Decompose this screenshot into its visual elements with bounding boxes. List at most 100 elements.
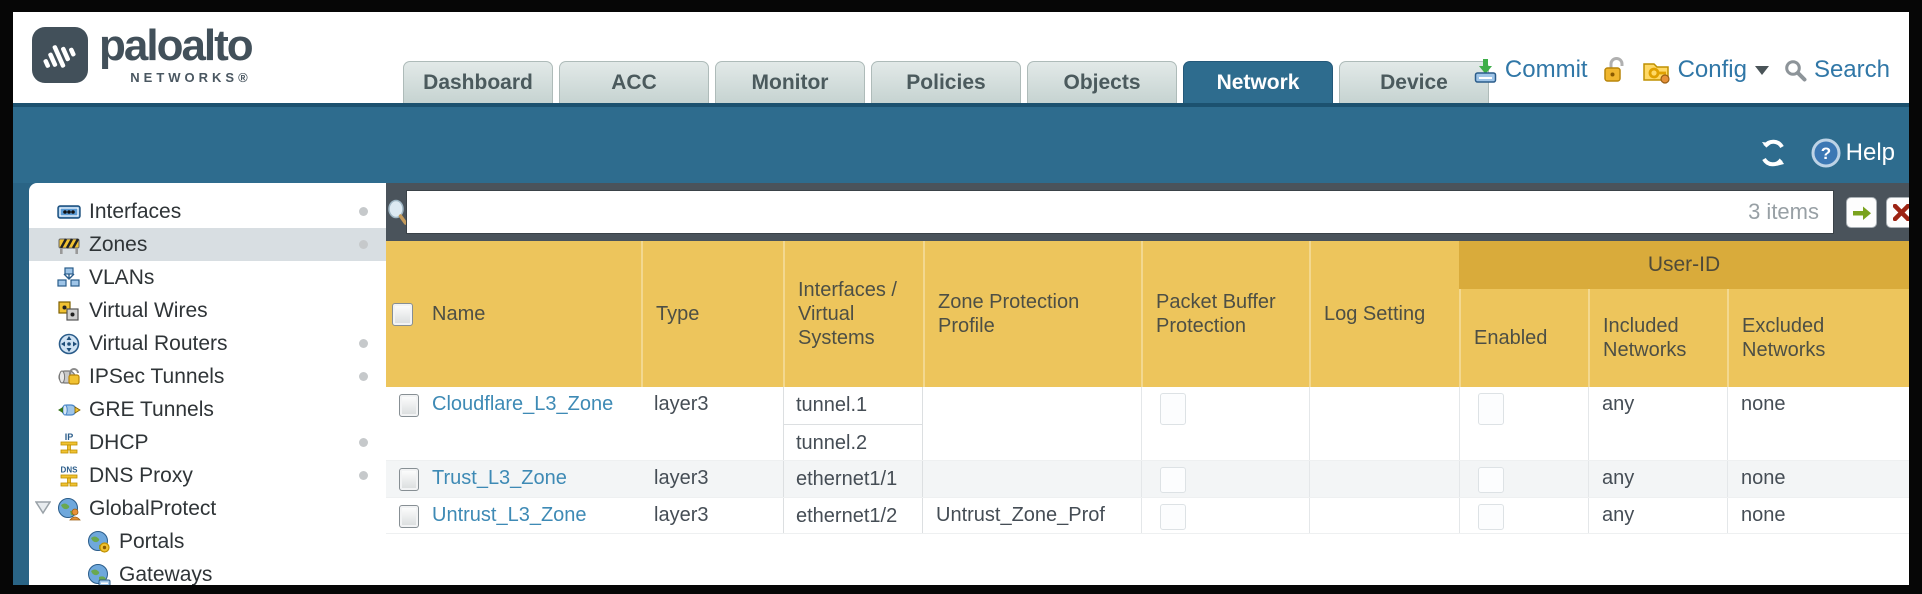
row-checkbox[interactable] <box>399 505 419 528</box>
sidebar-item-virtual-routers[interactable]: Virtual Routers <box>29 327 386 360</box>
row-checkbox[interactable] <box>399 394 419 417</box>
status-dot <box>359 438 368 447</box>
sidebar-item-globalprotect[interactable]: GlobalProtect <box>29 492 386 525</box>
config-menu[interactable]: Config <box>1642 56 1769 84</box>
search-menu[interactable]: Search <box>1783 56 1890 84</box>
sidebar-item-ipsec-tunnels[interactable]: IPSec Tunnels <box>29 360 386 393</box>
zone-protection-profile <box>923 461 1141 497</box>
dhcp-icon: IP <box>60 432 78 453</box>
app-header: paloalto NETWORKS® Dashboard ACC Monitor… <box>13 12 1909 103</box>
tab-device[interactable]: Device <box>1339 61 1489 103</box>
chevron-down-icon <box>1754 65 1769 75</box>
status-dot <box>359 207 368 216</box>
zone-name-link[interactable]: Cloudflare_L3_Zone <box>432 393 614 415</box>
column-header-interfaces[interactable]: Interfaces / Virtual Systems <box>783 241 923 387</box>
user-id-enabled-checkbox[interactable] <box>1478 504 1504 530</box>
help-label: Help <box>1845 139 1895 166</box>
user-id-enabled-checkbox[interactable] <box>1478 467 1504 493</box>
sidebar-item-vlans[interactable]: VLANs <box>29 261 386 294</box>
select-all-checkbox[interactable] <box>392 302 413 326</box>
row-checkbox[interactable] <box>399 468 419 491</box>
gateways-icon <box>88 563 111 585</box>
tab-policies[interactable]: Policies <box>871 61 1021 103</box>
included-networks: any <box>1588 461 1727 497</box>
commit-icon <box>1474 58 1497 83</box>
expander-triangle-icon[interactable] <box>35 501 51 515</box>
sidebar-item-zones[interactable]: Zones <box>29 228 386 261</box>
logo-brand: paloalto <box>99 21 254 70</box>
tab-monitor[interactable]: Monitor <box>715 61 865 103</box>
status-dot <box>359 471 368 480</box>
packet-buffer-checkbox[interactable] <box>1160 393 1186 425</box>
paloalto-logo-icon <box>32 27 88 83</box>
status-dot <box>359 339 368 348</box>
tab-acc[interactable]: ACC <box>559 61 709 103</box>
column-header-enabled[interactable]: Enabled <box>1459 289 1588 387</box>
config-label: Config <box>1677 56 1747 83</box>
zone-name-link[interactable]: Untrust_L3_Zone <box>432 504 587 526</box>
sidebar-item-interfaces[interactable]: Interfaces <box>29 195 386 228</box>
config-icon <box>1642 62 1670 84</box>
close-icon <box>1893 204 1909 221</box>
vlans-icon <box>57 266 80 287</box>
interface-entry: tunnel.1 <box>796 394 868 416</box>
zone-interfaces: tunnel.1 tunnel.2 <box>783 387 923 460</box>
packet-buffer-checkbox[interactable] <box>1160 467 1186 493</box>
logo-subtitle: NETWORKS® <box>130 70 252 85</box>
paloalto-logo: paloalto NETWORKS® <box>31 20 254 85</box>
user-id-enabled-checkbox[interactable] <box>1478 393 1504 425</box>
zone-interfaces: ethernet1/1 <box>783 461 923 497</box>
sidebar-item-portals[interactable]: Portals <box>29 525 386 558</box>
column-header-zone-protection-profile[interactable]: Zone Protection Profile <box>923 241 1141 387</box>
network-sidebar: Interfaces Zones VLANs <box>29 183 386 585</box>
content-area: Interfaces Zones VLANs <box>13 183 1909 585</box>
sidebar-item-gre-tunnels[interactable]: GRE Tunnels <box>29 393 386 426</box>
items-count: 3 items <box>1748 199 1819 224</box>
status-dot <box>359 372 368 381</box>
column-header-name[interactable]: Name <box>432 303 486 325</box>
application-window: paloalto NETWORKS® Dashboard ACC Monitor… <box>13 12 1909 585</box>
table-row: Untrust_L3_Zone layer3 ethernet1/2 Untru… <box>386 498 1909 534</box>
teal-band: ? Help <box>13 103 1909 183</box>
column-header-excluded-networks[interactable]: Excluded Networks <box>1727 289 1909 387</box>
refresh-icon[interactable] <box>1758 138 1788 168</box>
tab-dashboard[interactable]: Dashboard <box>403 61 553 103</box>
excluded-networks: none <box>1727 387 1909 460</box>
select-all-cell <box>386 241 419 387</box>
help-icon: ? <box>1811 138 1841 168</box>
lock-icon[interactable] <box>1602 56 1628 84</box>
column-header-packet-buffer-protection[interactable]: Packet Buffer Protection <box>1141 241 1309 387</box>
log-setting <box>1309 498 1459 533</box>
zone-name-link[interactable]: Trust_L3_Zone <box>432 467 567 489</box>
filter-input[interactable]: 3 items <box>406 190 1834 234</box>
main-nav-tabs: Dashboard ACC Monitor Policies Objects N… <box>403 61 1495 103</box>
sidebar-item-dhcp[interactable]: IP DHCP <box>29 426 386 459</box>
sidebar-item-gateways[interactable]: Gateways <box>29 558 386 585</box>
clear-filter-button[interactable] <box>1886 197 1909 228</box>
sidebar-item-virtual-wires[interactable]: Virtual Wires <box>29 294 386 327</box>
interface-entry: ethernet1/2 <box>796 505 898 527</box>
svg-text:?: ? <box>1820 144 1830 163</box>
column-header-included-networks[interactable]: Included Networks <box>1588 289 1727 387</box>
table-row: Cloudflare_L3_Zone layer3 tunnel.1 tunne… <box>386 387 1909 461</box>
zone-interfaces: ethernet1/2 <box>783 498 923 533</box>
packet-buffer-checkbox[interactable] <box>1160 504 1186 530</box>
zones-table-body: Cloudflare_L3_Zone layer3 tunnel.1 tunne… <box>386 387 1909 534</box>
sidebar-item-dns-proxy[interactable]: DNS DNS Proxy <box>29 459 386 492</box>
tab-network[interactable]: Network <box>1183 61 1333 103</box>
zone-protection-profile: Untrust_Zone_Prof <box>936 504 1105 526</box>
included-networks: any <box>1588 498 1727 533</box>
filter-search-icon[interactable] <box>387 199 407 225</box>
zone-type: layer3 <box>654 504 709 526</box>
column-header-type[interactable]: Type <box>641 241 783 387</box>
apply-filter-button[interactable] <box>1846 197 1877 228</box>
tab-objects[interactable]: Objects <box>1027 61 1177 103</box>
excluded-networks: none <box>1727 498 1909 533</box>
search-label: Search <box>1813 56 1890 83</box>
commit-button[interactable]: Commit <box>1472 56 1588 84</box>
interfaces-icon <box>57 204 81 219</box>
column-header-log-setting[interactable]: Log Setting <box>1309 241 1459 387</box>
filter-bar: 3 items <box>386 183 1909 241</box>
help-button[interactable]: ? Help <box>1810 137 1895 169</box>
